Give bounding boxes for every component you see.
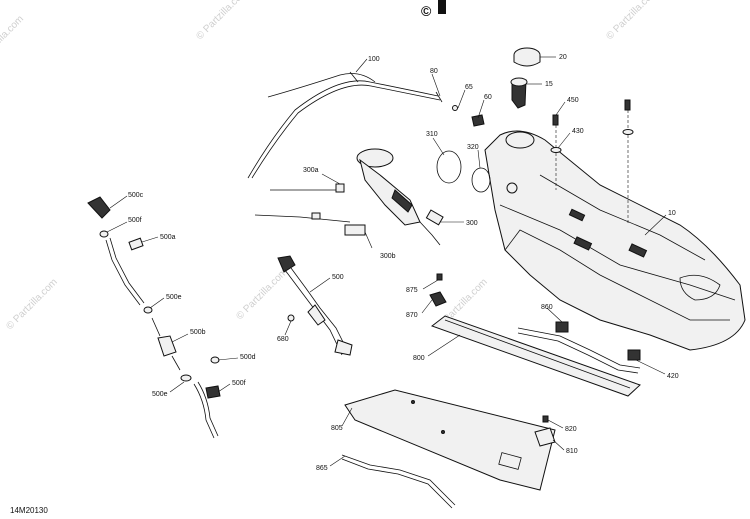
clamp-680[interactable]: [287, 314, 295, 322]
watermark-1: © Partzilla.com: [0, 14, 26, 69]
strap-865[interactable]: [341, 454, 456, 506]
callout-60: 60: [484, 94, 492, 101]
callout-300a: 300a: [303, 167, 319, 174]
callout-10: 10: [668, 210, 676, 217]
callout-500e: 500e: [166, 294, 182, 301]
leader-lines: [106, 56, 667, 467]
watermark-4: © Partzilla.com: [4, 277, 59, 332]
washer-430-right[interactable]: [622, 129, 634, 135]
callout-450: 450: [567, 97, 579, 104]
callout-500b: 500b: [190, 329, 206, 336]
callout-865: 865: [316, 465, 328, 472]
callout-500: 500: [332, 274, 344, 281]
callout-870: 870: [406, 312, 418, 319]
callout-320: 320: [467, 144, 479, 151]
callout-65: 65: [465, 84, 473, 91]
callout-500e-lower: 500e: [152, 391, 168, 398]
callout-800: 800: [413, 355, 425, 362]
fuel-line-500[interactable]: [277, 255, 353, 356]
pad-420[interactable]: [627, 349, 641, 361]
plate-800[interactable]: [430, 315, 641, 397]
callout-860: 860: [541, 304, 553, 311]
bolt-450-right[interactable]: [624, 99, 631, 111]
callout-100: 100: [368, 56, 380, 63]
strap-860[interactable]: [517, 327, 641, 369]
callout-680: 680: [277, 336, 289, 343]
plate-805[interactable]: [344, 389, 556, 491]
callout-430: 430: [572, 128, 584, 135]
callout-300: 300: [466, 220, 478, 227]
callout-805: 805: [331, 425, 343, 432]
callout-420: 420: [667, 373, 679, 380]
diagram-code: 14M20130: [10, 506, 48, 515]
watermark-5: © Partzilla.com: [234, 267, 289, 322]
callout-500a: 500a: [160, 234, 176, 241]
fuel-line-500-left[interactable]: [87, 196, 221, 439]
screw-820[interactable]: [542, 415, 549, 423]
callout-500d: 500d: [240, 354, 256, 361]
float-arm-300[interactable]: [254, 214, 351, 223]
o-ring-310[interactable]: [436, 150, 462, 184]
hose-clip-80[interactable]: [435, 91, 443, 103]
vent-hose-100[interactable]: [247, 80, 439, 179]
callout-820: 820: [565, 426, 577, 433]
fuel-pump[interactable]: [356, 148, 444, 246]
bracket-870[interactable]: [429, 291, 447, 307]
float-300b[interactable]: [344, 224, 366, 236]
pad-860[interactable]: [555, 321, 569, 333]
callout-500f: 500f: [128, 217, 142, 224]
callout-500c: 500c: [128, 192, 144, 199]
screw-875[interactable]: [436, 273, 443, 281]
watermark-3: © Partzilla.com: [604, 0, 659, 42]
o-ring-320[interactable]: [471, 167, 491, 193]
screw-65[interactable]: [452, 105, 458, 111]
callout-500f-lower: 500f: [232, 380, 246, 387]
callout-20: 20: [559, 54, 567, 61]
callout-810: 810: [566, 448, 578, 455]
callout-80: 80: [430, 68, 438, 75]
callouts: 20 15 100 80 65 60 450 430 310 320 300a …: [128, 54, 679, 472]
callout-15: 15: [545, 81, 553, 88]
valve-60[interactable]: [471, 114, 485, 127]
bolt-450-left[interactable]: [552, 114, 559, 126]
callout-875: 875: [406, 287, 418, 294]
washer-430-left[interactable]: [550, 147, 562, 153]
fuel-tank[interactable]: [484, 130, 746, 351]
callout-310: 310: [426, 131, 438, 138]
filler-neck[interactable]: [510, 77, 528, 109]
watermark-2: © Partzilla.com: [194, 0, 249, 42]
callout-300b: 300b: [380, 253, 396, 260]
copyright-mark-tail: [438, 0, 446, 14]
fuel-cap[interactable]: [513, 47, 541, 67]
copyright-mark: ©: [421, 3, 432, 19]
